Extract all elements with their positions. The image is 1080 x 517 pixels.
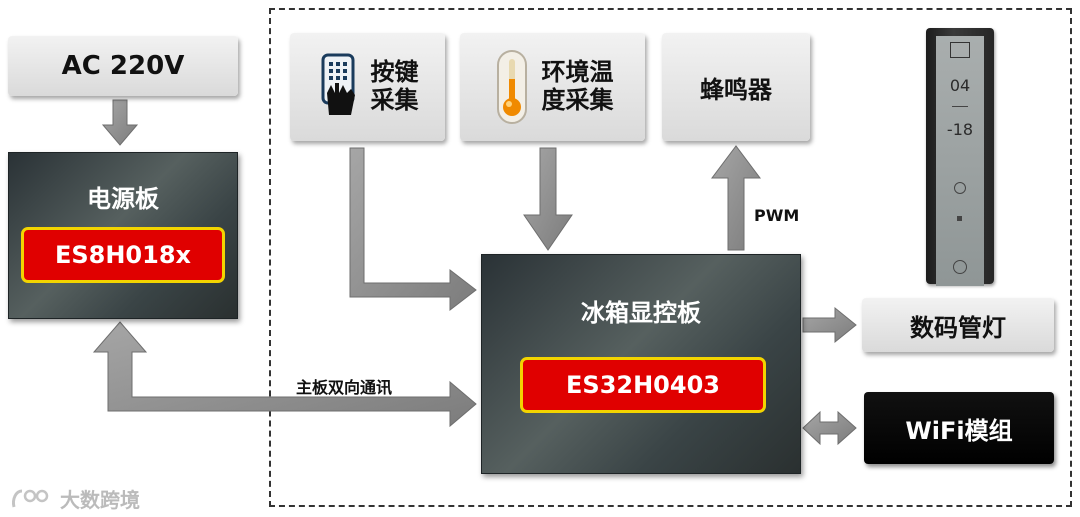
- temp-collect-line1: 环境温: [542, 59, 614, 87]
- arrow-power-main-comm: [94, 322, 476, 426]
- arrow-main-wifi: [803, 412, 856, 444]
- watermark: 大数跨境: [10, 484, 140, 513]
- power-chip-label: ES8H018x: [55, 241, 191, 269]
- key-collect-line2: 采集: [371, 87, 419, 115]
- panel-readout-1: 04: [936, 76, 984, 95]
- buzzer-label: 蜂鸣器: [700, 70, 772, 105]
- panel-glass: 04 -18: [936, 36, 984, 286]
- fridge-display-panel: 04 -18: [926, 28, 994, 284]
- power-board-title: 电源板: [9, 179, 237, 214]
- panel-divider: [952, 106, 968, 107]
- temp-collect-line2: 度采集: [542, 87, 614, 115]
- power-chip: ES8H018x: [21, 227, 225, 283]
- arrow-main-to-buzzer: [712, 146, 760, 250]
- arrow-temp-to-main: [524, 148, 572, 250]
- power-board: 电源板 ES8H018x: [8, 152, 238, 319]
- buzzer-box: 蜂鸣器: [662, 33, 810, 141]
- key-collect-label: 按键 采集: [371, 59, 419, 114]
- panel-readout-2: -18: [936, 120, 984, 139]
- main-board-title: 冰箱显控板: [482, 293, 800, 328]
- display-lamp-label: 数码管灯: [910, 308, 1006, 343]
- keypad-hand-icon: [317, 53, 363, 121]
- arrow-main-to-lamp: [803, 308, 856, 342]
- main-chip-label: ES32H0403: [566, 371, 720, 399]
- arrow-key-to-main: [350, 148, 476, 310]
- key-collect-box: 按键 采集: [290, 33, 445, 141]
- main-control-board: 冰箱显控板 ES32H0403: [481, 254, 801, 474]
- temp-collect-label: 环境温 度采集: [542, 59, 614, 114]
- thermometer-icon: [492, 49, 532, 125]
- pwm-label: PWM: [754, 206, 799, 225]
- panel-power-icon: [954, 182, 966, 194]
- arrow-ac-to-power: [103, 100, 137, 145]
- key-collect-line1: 按键: [371, 59, 419, 87]
- panel-wifi-icon: [953, 260, 967, 274]
- watermark-logo-icon: [10, 487, 54, 511]
- temp-collect-box: 环境温 度采集: [460, 33, 645, 141]
- panel-logo-icon: [950, 42, 970, 58]
- display-lamp-box: 数码管灯: [862, 298, 1054, 352]
- comm-label: 主板双向通讯: [296, 374, 392, 398]
- main-chip: ES32H0403: [520, 357, 766, 413]
- panel-dot-icon: [957, 216, 962, 221]
- watermark-text: 大数跨境: [60, 484, 140, 513]
- wifi-module-box: WiFi模组: [864, 392, 1054, 464]
- ac-input-box: AC 220V: [8, 36, 238, 96]
- ac-label: AC 220V: [62, 51, 185, 81]
- wifi-module-label: WiFi模组: [905, 411, 1012, 446]
